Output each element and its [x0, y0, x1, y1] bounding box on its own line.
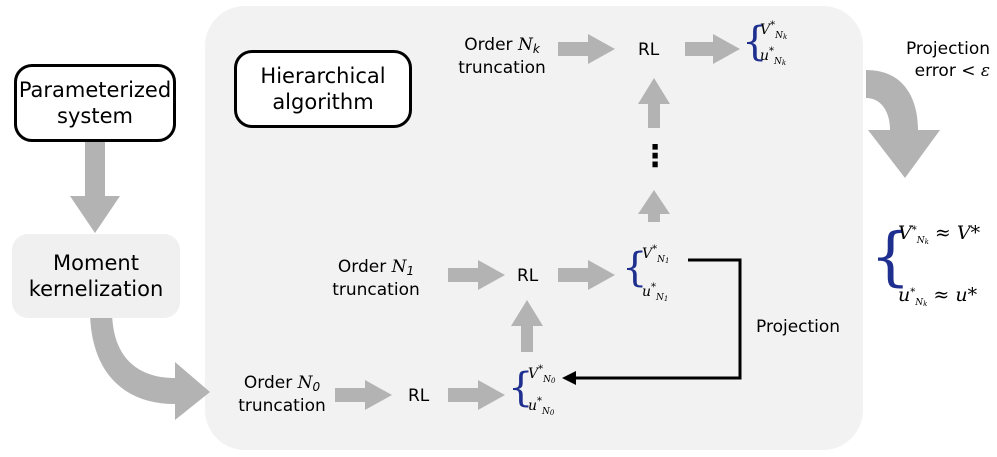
arrow-dots-to-rlk — [638, 78, 670, 128]
arrow-nk-to-rl — [558, 34, 615, 64]
rl-top: RL — [638, 40, 660, 60]
rl-middle: RL — [517, 266, 539, 286]
brace-n1: { — [622, 245, 648, 291]
v-final: V*Nk ≈ V* — [898, 222, 981, 246]
arrow-n0-to-rl — [335, 380, 392, 410]
projection-arrowhead — [562, 371, 576, 385]
parameterized-system-box: Parameterized system — [14, 64, 176, 142]
order-nk-truncation: Order Nk truncation — [458, 35, 546, 78]
arrow-rlk-to-vnk — [685, 34, 740, 64]
u-final: u*Nk ≈ u* — [898, 284, 978, 308]
order-n1-truncation: Order N1 truncation — [332, 257, 420, 300]
u-n0: u*N0 — [528, 396, 555, 417]
hierarchical-algorithm-label: Hierarchical algorithm — [260, 64, 386, 114]
v-nk: V*Nk — [760, 20, 788, 41]
parameterized-system-label: Parameterized system — [18, 78, 172, 128]
vertical-dots: ⋮ — [640, 139, 670, 174]
arrow-level1-up — [638, 190, 670, 222]
projection-label: Projection — [756, 317, 841, 337]
arrow-level0-to-rl1 — [511, 300, 543, 352]
arrow-rl-to-vn0 — [448, 380, 505, 410]
v-n1: V*N1 — [642, 244, 670, 265]
moment-kernelization-box: Moment kernelization — [12, 234, 180, 318]
order-n0-truncation: Order N0 truncation — [238, 373, 326, 416]
brace-final: { — [870, 220, 911, 294]
arrow-rl-to-vn1 — [558, 260, 615, 290]
arrow-moment-to-n0 — [90, 310, 210, 420]
hierarchical-algorithm-box: Hierarchical algorithm — [234, 50, 412, 128]
arrow-param-to-moment — [70, 140, 120, 233]
brace-nk: { — [742, 19, 768, 65]
u-nk: u*Nk — [760, 46, 787, 67]
u-n1: u*N1 — [642, 282, 669, 303]
rl-bottom: RL — [408, 386, 430, 406]
moment-kernelization-label: Moment kernelization — [28, 251, 164, 301]
arrow-n1-to-rl — [448, 260, 505, 290]
projection-line — [574, 258, 742, 380]
brace-n0: { — [508, 365, 534, 411]
v-n0: V*N0 — [528, 364, 556, 385]
projection-error-label: Projection error < ε — [905, 39, 990, 81]
arrow-to-result — [866, 70, 940, 178]
